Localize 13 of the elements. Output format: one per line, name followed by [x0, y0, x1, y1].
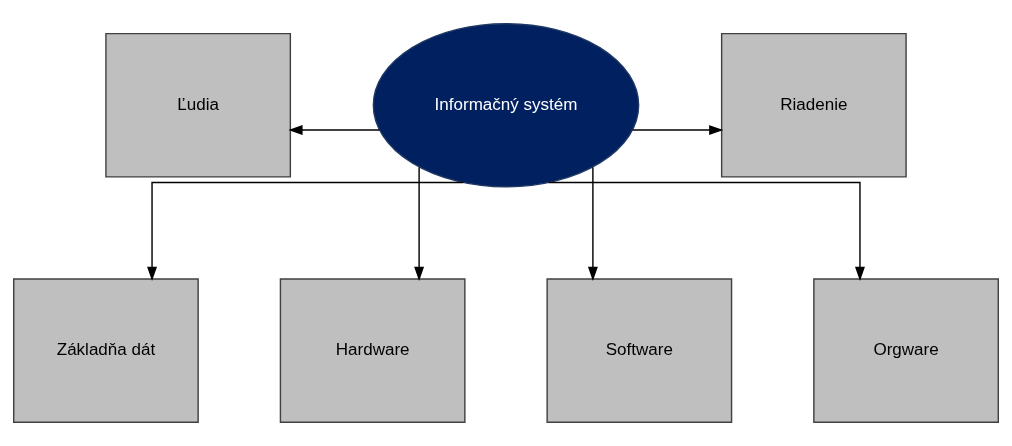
arrow	[631, 125, 724, 136]
arrow	[587, 166, 598, 281]
arrow	[548, 181, 865, 282]
arrow	[414, 166, 425, 281]
node-box: Základňa dát	[13, 278, 199, 424]
arrow	[288, 125, 381, 136]
node-box: Orgware	[813, 278, 999, 424]
node-box: Hardware	[279, 278, 466, 424]
node-box: Software	[546, 278, 733, 424]
node-box: Ľudia	[105, 32, 292, 178]
node-box: Riadenie	[720, 32, 907, 178]
node-ellipse: Informačný systém	[372, 22, 640, 188]
arrow	[147, 181, 464, 282]
